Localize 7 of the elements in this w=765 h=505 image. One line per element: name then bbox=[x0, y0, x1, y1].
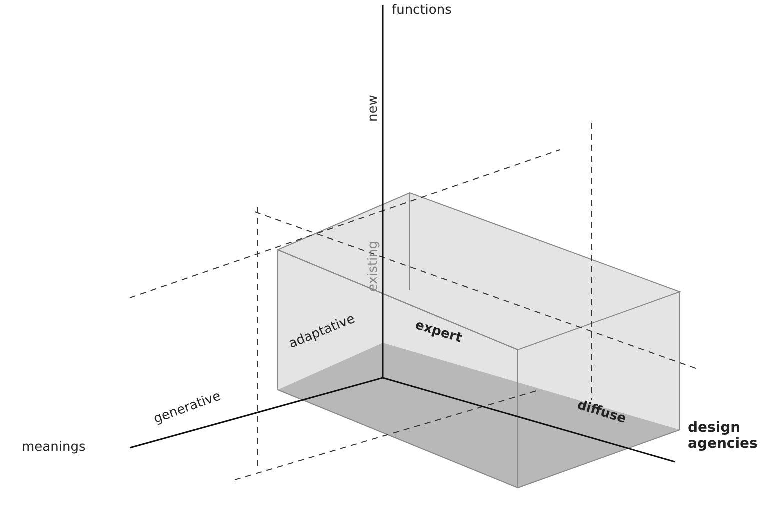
axis-value-label: existing bbox=[366, 240, 381, 292]
axis-label: functions bbox=[392, 3, 452, 18]
axis-label: meanings bbox=[22, 440, 86, 455]
axis-value-label: new bbox=[366, 95, 381, 122]
axis-value-label: diffuse bbox=[576, 398, 628, 427]
axis-label: design agencies bbox=[688, 420, 758, 452]
axis-value-label: expert bbox=[414, 318, 464, 346]
